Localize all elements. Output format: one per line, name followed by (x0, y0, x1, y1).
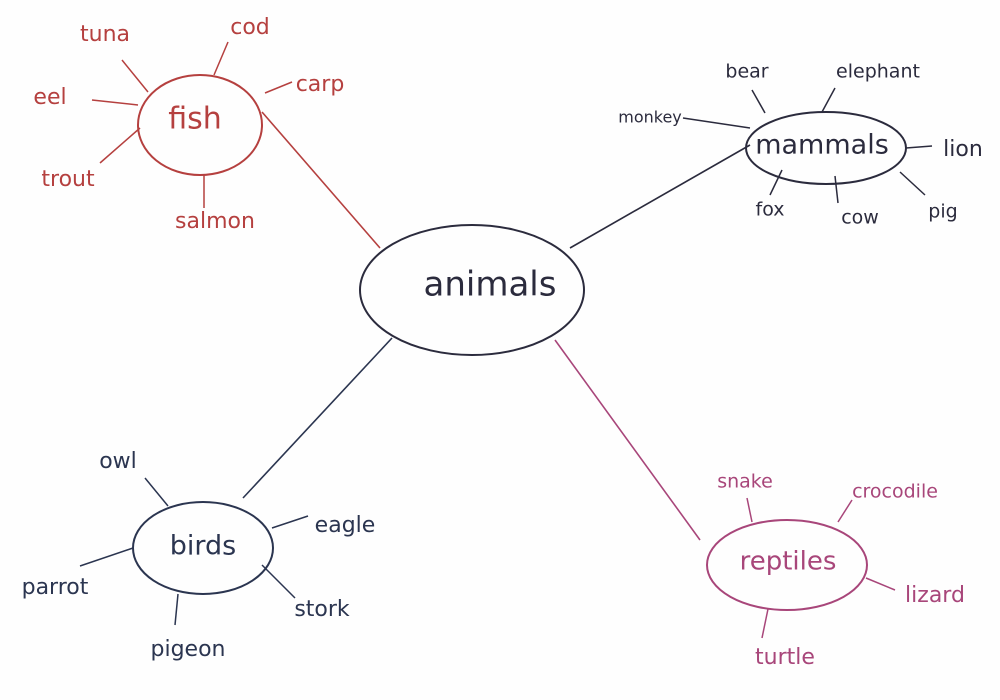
fish-line-cod (213, 41, 229, 76)
root-node (359, 224, 585, 356)
fish-line-eel (91, 99, 139, 106)
birds-item-stork: stork (294, 597, 350, 622)
birds-line-parrot (79, 547, 134, 567)
fish-line-trout (99, 127, 141, 164)
mammals-cluster: mammals bear elephant monkey lion fox co… (618, 61, 983, 229)
fish-cluster: fish tuna cod carp eel trout salmon (33, 15, 344, 234)
reptiles-item-lizard: lizard (905, 583, 965, 608)
birds-cluster: birds owl eagle parrot stork pigeon (22, 449, 376, 662)
link-root-fish (261, 111, 381, 249)
birds-item-owl: owl (99, 449, 137, 474)
reptiles-item-crocodile: crocodile (852, 481, 938, 503)
birds-line-stork (261, 564, 296, 599)
mammals-line-pig (899, 171, 926, 196)
mammals-line-monkey (682, 117, 751, 129)
mammals-item-cow: cow (841, 207, 879, 229)
fish-line-tuna (121, 59, 149, 93)
fish-item-trout: trout (41, 167, 95, 192)
mammals-label: mammals (755, 130, 889, 161)
link-root-reptiles (554, 339, 701, 541)
link-root-mammals (569, 144, 751, 249)
mammals-line-cow (834, 175, 839, 204)
fish-label: fish (168, 102, 222, 137)
birds-item-pigeon: pigeon (151, 637, 226, 662)
mammals-item-bear: bear (725, 61, 768, 83)
reptiles-item-turtle: turtle (755, 645, 815, 670)
fish-line-carp (264, 81, 293, 94)
birds-line-pigeon (174, 593, 179, 626)
reptiles-label: reptiles (740, 547, 837, 577)
fish-item-salmon: salmon (175, 209, 255, 234)
mammals-item-pig: pig (928, 201, 957, 223)
birds-line-eagle (271, 515, 309, 529)
mammals-item-fox: fox (756, 199, 785, 221)
reptiles-cluster: reptiles snake crocodile lizard turtle (706, 471, 965, 670)
birds-line-owl (144, 477, 169, 507)
reptiles-node (706, 519, 868, 611)
root-label: animals (424, 265, 557, 305)
birds-item-parrot: parrot (22, 575, 89, 600)
fish-item-tuna: tuna (80, 22, 130, 47)
fish-node (137, 74, 263, 176)
link-root-birds (242, 337, 393, 499)
reptiles-line-turtle (761, 608, 769, 639)
birds-label: birds (170, 531, 236, 562)
mammals-item-lion: lion (943, 137, 983, 162)
mammals-line-bear (751, 89, 766, 114)
mammals-line-lion (905, 145, 933, 149)
mammals-item-monkey: monkey (618, 108, 682, 127)
mammals-line-elephant (821, 87, 836, 113)
birds-item-eagle: eagle (315, 513, 376, 538)
fish-item-eel: eel (33, 85, 66, 110)
reptiles-line-crocodile (837, 499, 853, 523)
mammals-line-fox (769, 169, 783, 196)
reptiles-line-snake (746, 497, 753, 523)
mammals-item-elephant: elephant (836, 61, 920, 83)
reptiles-line-lizard (865, 577, 896, 591)
reptiles-item-snake: snake (717, 471, 773, 493)
fish-item-cod: cod (230, 15, 270, 40)
fish-item-carp: carp (296, 72, 345, 97)
